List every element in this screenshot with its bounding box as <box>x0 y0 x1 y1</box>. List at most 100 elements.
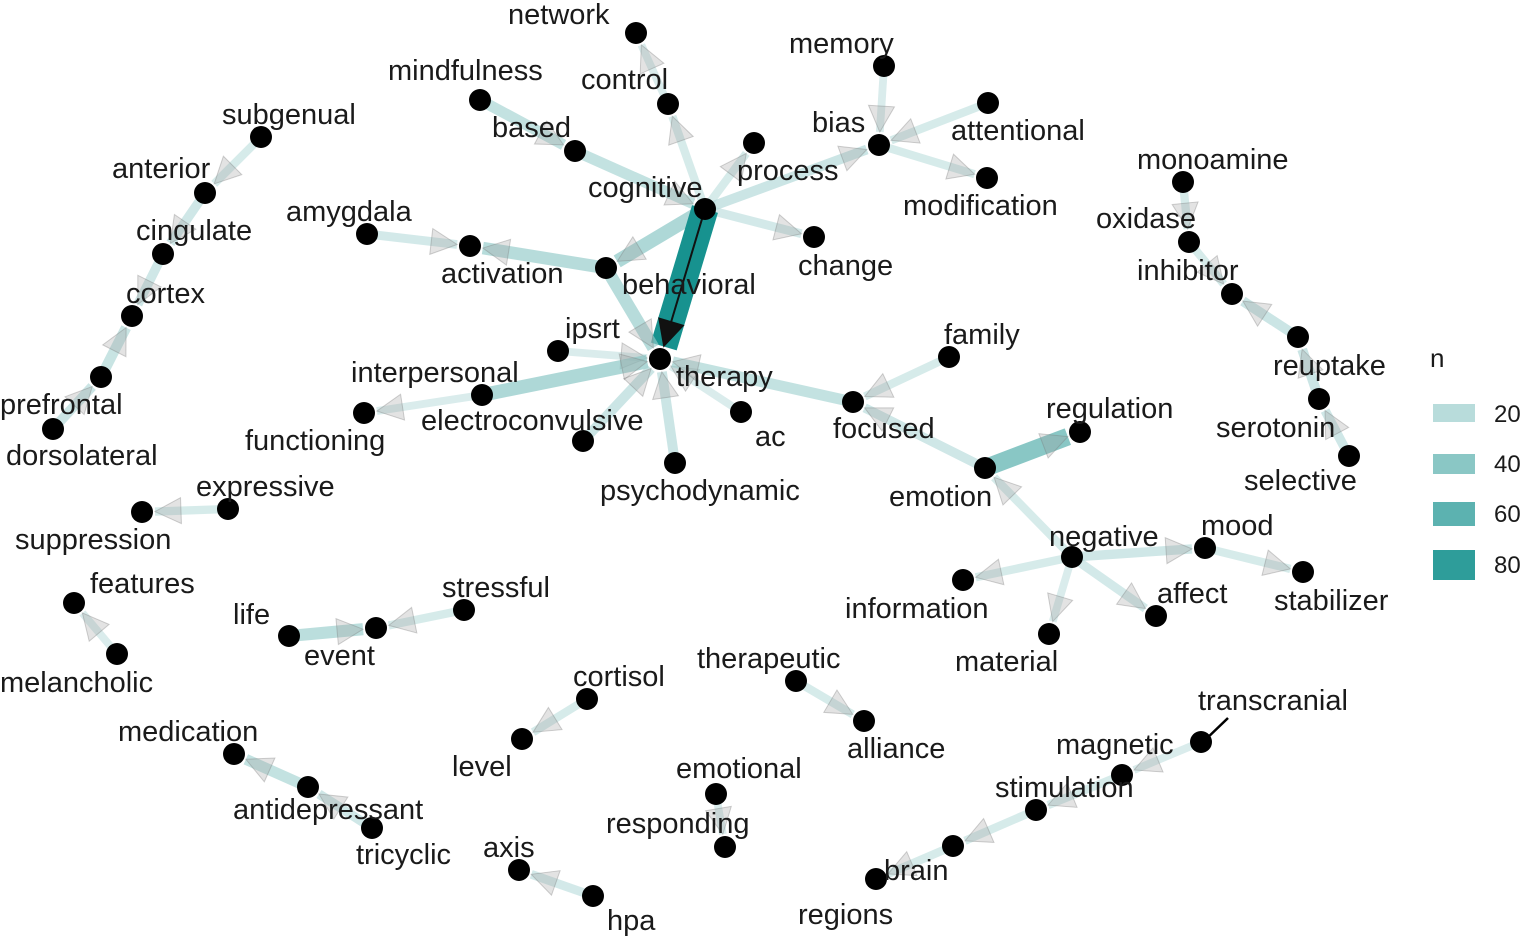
legend-label-40: 40 <box>1494 451 1521 478</box>
node-label-dorsolateral: dorsolateral <box>6 440 158 472</box>
legend-swatch-40 <box>1433 454 1475 474</box>
node-label-antidepressant: antidepressant <box>233 794 423 826</box>
edge-negative-affect <box>1069 553 1148 613</box>
edge-ipsrt-therapy <box>557 347 648 362</box>
node-label-life: life <box>233 599 270 631</box>
node-label-negative: negative <box>1049 521 1159 553</box>
edge-cognitive-bias <box>703 144 869 214</box>
node-information <box>952 569 974 591</box>
node-label-mindfulness: mindfulness <box>388 55 543 87</box>
node-label-amygdala: amygdala <box>286 196 413 228</box>
node-label-functioning: functioning <box>245 425 385 457</box>
node-label-focused: focused <box>833 413 935 445</box>
edge-amygdala-activation <box>366 229 458 249</box>
node-suppression <box>131 501 153 523</box>
node-selective <box>1338 445 1360 467</box>
node-label-electroconvulsive: electroconvulsive <box>421 405 643 437</box>
node-label-selective: selective <box>1244 465 1357 497</box>
node-network <box>625 22 647 44</box>
edge-family-focused <box>863 353 951 401</box>
node-label-medication: medication <box>118 716 258 748</box>
node-label-therapy: therapy <box>676 361 773 393</box>
node-activation <box>459 235 481 257</box>
node-dorsolateral <box>42 418 64 440</box>
node-oxidase <box>1178 231 1200 253</box>
arrowhead-family-focused <box>863 372 895 398</box>
node-label-information: information <box>845 593 988 625</box>
arrowhead-negative-material <box>1047 592 1074 623</box>
arrowhead-monoamine-oxidase <box>1171 201 1199 231</box>
node-inhibitor <box>1221 283 1243 305</box>
arrowhead-anterior-cingulate <box>169 213 197 245</box>
node-label-modification: modification <box>903 190 1058 222</box>
arrowhead-subgenual-anterior <box>213 155 243 185</box>
node-cortex <box>121 305 143 327</box>
arrowhead-expressive-suppression <box>153 496 182 525</box>
node-melancholic <box>106 643 128 665</box>
arrowhead-prefrontal-cortex <box>101 326 127 358</box>
node-family <box>938 346 960 368</box>
arrowhead-antidepressant-medication <box>244 757 276 783</box>
node-therapy <box>649 348 671 370</box>
arrowhead-cognitive-behavioral <box>616 235 648 262</box>
edge-antidepressant-medication <box>243 754 311 793</box>
arrowhead-negative-affect <box>1115 581 1147 610</box>
node-label-bias: bias <box>812 107 865 139</box>
legend: n 20 40 60 80 <box>1430 343 1521 580</box>
edge-interpersonal-functioning <box>376 391 483 415</box>
arrowhead-stressful-event <box>387 606 418 634</box>
node-psychodynamic <box>664 452 686 474</box>
edge-transcranial-magnetic <box>1132 738 1203 774</box>
node-monoamine <box>1172 171 1194 193</box>
arrowhead-emotion-regulation <box>1038 433 1069 459</box>
node-label-emotional: emotional <box>676 753 802 785</box>
node-label-network: network <box>508 0 610 31</box>
arrowhead-melancholic-features <box>81 612 111 643</box>
node-label-emotion: emotion <box>889 481 992 513</box>
edge-electroconvulsive-therapy <box>579 365 655 445</box>
arrowhead-focused-therapy <box>671 354 702 382</box>
arrowhead-tricyclic-antidepressant <box>318 793 349 820</box>
node-label-prefrontal: prefrontal <box>0 389 123 421</box>
edge-ac-therapy <box>668 362 744 416</box>
node-label-regions: regions <box>798 899 893 931</box>
node-label-cingulate: cingulate <box>136 215 252 247</box>
node-control <box>657 93 679 115</box>
edge-cognitive-process <box>701 150 750 212</box>
node-attentional <box>977 92 999 114</box>
node-brain <box>942 835 964 857</box>
arrowhead-memory-bias <box>867 104 896 134</box>
node-interpersonal <box>471 384 493 406</box>
arrowhead-emotion-focused <box>863 407 895 433</box>
arrowhead-mindfulness-based <box>533 120 565 146</box>
arrowhead-transcranial-magnetic <box>1132 747 1164 773</box>
node-label-reuptake: reuptake <box>1273 350 1386 382</box>
node-label-family: family <box>944 319 1020 351</box>
node-amygdala <box>356 223 378 245</box>
arrowhead-mood-stabilizer <box>1261 549 1292 577</box>
node-label-monoamine: monoamine <box>1137 144 1289 176</box>
arrowhead-bias-modification <box>945 153 976 180</box>
arrowhead-cognitive-change <box>772 213 803 241</box>
arrowhead-electroconvulsive-therapy <box>622 367 652 398</box>
node-electroconvulsive <box>572 430 594 452</box>
arrowhead-behavioral-activation <box>481 238 512 266</box>
node-label-responding: responding <box>606 808 750 840</box>
node-label-mood: mood <box>1201 510 1274 542</box>
node-label-oxidase: oxidase <box>1096 203 1196 235</box>
node-label-serotonin: serotonin <box>1216 412 1335 444</box>
node-therapeutic <box>785 670 807 692</box>
legend-swatch-80 <box>1433 550 1475 580</box>
edge-cognitive-change <box>703 204 803 239</box>
edge-behavioral-activation <box>481 241 608 275</box>
node-label-ipsrt: ipsrt <box>565 313 620 345</box>
node-stabilizer <box>1292 561 1314 583</box>
node-emotional <box>705 783 727 805</box>
edge-expressive-suppression <box>154 504 229 516</box>
node-mood <box>1194 537 1216 559</box>
edge-memory-bias <box>875 65 888 133</box>
node-axis <box>508 859 530 881</box>
arrowhead-cortisol-level <box>532 706 563 733</box>
node-label-melancholic: melancholic <box>0 667 153 699</box>
node-magnetic <box>1111 764 1133 786</box>
